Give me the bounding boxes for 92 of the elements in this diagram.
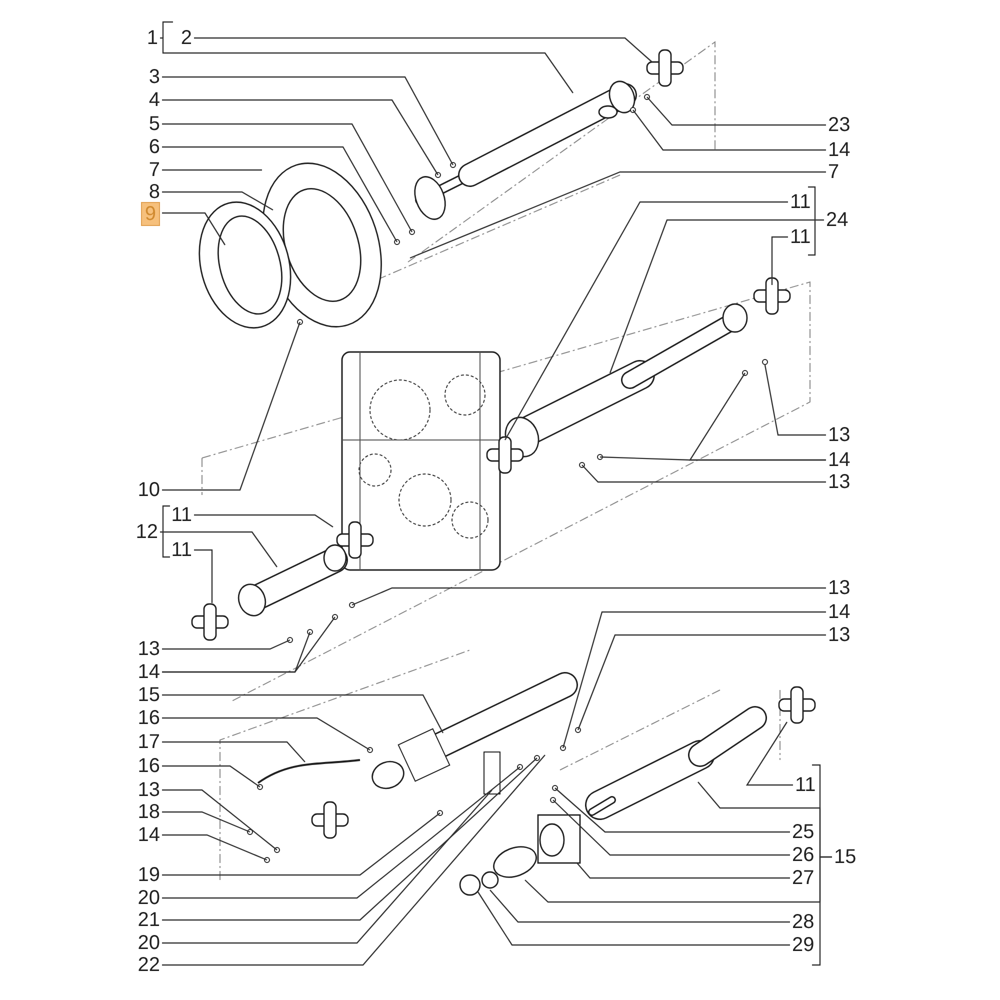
leader-line <box>504 201 788 440</box>
callout-number: 13 <box>828 577 850 599</box>
leader-line <box>162 191 274 211</box>
callout-number: 14 <box>138 661 160 683</box>
callout-number: 14 <box>828 601 850 623</box>
callout-number: 14 <box>138 824 160 846</box>
leader-line <box>410 171 826 259</box>
callout-number: 13 <box>138 638 160 660</box>
callout-number: 16 <box>138 755 160 777</box>
leader-line <box>194 549 213 603</box>
callout-number: 13 <box>828 624 850 646</box>
callout-number: 4 <box>148 89 160 111</box>
leader-line <box>646 96 826 126</box>
leader-line <box>194 514 334 528</box>
leader-line <box>162 99 439 176</box>
callout-number: 7 <box>148 159 160 181</box>
callout-number: 18 <box>138 801 160 823</box>
callout-number: 14 <box>828 449 850 471</box>
leader-line <box>162 76 454 166</box>
leader-line <box>160 531 278 568</box>
leader-line <box>194 37 652 62</box>
leader-line <box>632 110 826 151</box>
leader-line <box>162 322 301 491</box>
leader-line <box>490 890 790 923</box>
callout-number: 21 <box>138 909 160 931</box>
leader-line <box>562 611 826 748</box>
leader-line <box>162 123 413 232</box>
callout-number: 25 <box>792 821 814 843</box>
callout-number: 11 <box>171 504 192 526</box>
callout-number: 8 <box>148 181 160 203</box>
leader-line <box>162 812 440 876</box>
leader-line <box>764 364 826 436</box>
leader-line <box>162 754 546 966</box>
leader-line <box>554 788 790 833</box>
callout-number: 15 <box>138 684 160 706</box>
leader-line <box>162 169 262 171</box>
leader-line <box>478 892 790 946</box>
callout-number: 7 <box>828 161 840 183</box>
callout-number: 6 <box>148 136 160 158</box>
leader-line <box>162 741 306 762</box>
callout-number: 15 <box>834 846 856 868</box>
leader-line <box>162 811 250 833</box>
callout-number: 13 <box>828 471 850 493</box>
callout-number: 19 <box>138 864 160 886</box>
callout-number: 20 <box>138 932 160 954</box>
leader-line <box>577 634 826 730</box>
callout-number: 11 <box>790 191 811 213</box>
leader-line <box>162 765 260 788</box>
leader-line <box>600 456 826 461</box>
leader-line <box>160 37 574 94</box>
leader-line <box>162 212 226 246</box>
leader-line <box>162 717 370 751</box>
callout-number: 11 <box>795 774 816 796</box>
callout-number: 9 <box>140 202 160 226</box>
leader-line <box>352 587 826 606</box>
leader-line <box>552 800 790 856</box>
leader-line <box>162 834 268 861</box>
callout-number: 22 <box>138 954 160 976</box>
callout-number: 10 <box>138 479 160 501</box>
leader-line <box>162 616 336 673</box>
callout-number: 11 <box>790 226 811 248</box>
callout-number: 14 <box>828 139 850 161</box>
callout-number: 17 <box>138 731 160 753</box>
callout-number: 16 <box>138 707 160 729</box>
callout-number: 24 <box>826 209 848 231</box>
leader-line <box>162 790 492 944</box>
leader-line <box>162 766 520 899</box>
leader-line <box>162 694 444 734</box>
callout-number: 13 <box>828 424 850 446</box>
callout-number: 5 <box>148 113 160 135</box>
callout-number: 2 <box>180 27 192 49</box>
callout-number: 20 <box>138 887 160 909</box>
callout-number: 29 <box>792 934 814 956</box>
leader-line <box>576 862 790 879</box>
leader-line <box>162 639 290 650</box>
callout-number: 3 <box>148 66 160 88</box>
leader-line <box>746 722 793 786</box>
callout-number: 27 <box>792 867 814 889</box>
callout-number: 12 <box>136 521 158 543</box>
leader-line <box>162 146 398 242</box>
callout-number: 13 <box>138 779 160 801</box>
leader-line <box>771 236 788 285</box>
leader-line <box>162 789 278 850</box>
callout-number: 23 <box>828 114 850 136</box>
leader-line <box>582 464 826 483</box>
leader-line <box>524 856 832 903</box>
callout-number: 1 <box>146 27 158 49</box>
leader-line <box>162 758 538 921</box>
leader-line <box>609 219 824 374</box>
callout-number: 11 <box>171 539 192 561</box>
callout-number: 26 <box>792 844 814 866</box>
callout-number: 28 <box>792 911 814 933</box>
